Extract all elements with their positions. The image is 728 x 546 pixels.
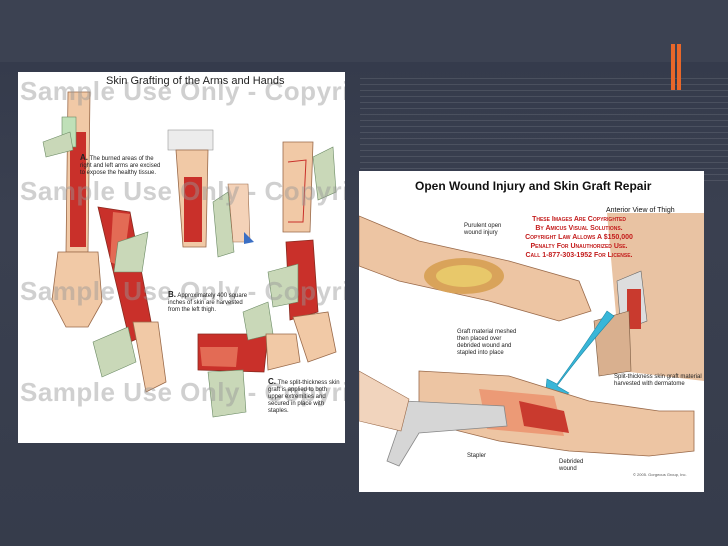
step-letter: C. [268, 377, 276, 386]
copyright-line: Penalty For Unauthorized Use. [530, 243, 628, 250]
graft-repair-drawing [359, 213, 704, 467]
decorative-stripes [360, 78, 728, 183]
callout-graft: Graft material meshed then placed over d… [457, 329, 517, 356]
copyright-line: These Images Are Copyrighted [532, 216, 626, 223]
step-letter: B. [168, 290, 176, 299]
copyright-line: Copyright Law Allows A $150,000 [525, 234, 633, 241]
watermark-text: Sample Use Only - Copyrighted [20, 377, 345, 407]
step-text: The split-thickness skin graft is applie… [268, 380, 340, 414]
accent-bar [677, 44, 681, 90]
illustration-title: Skin Grafting of the Arms and Hands [106, 75, 285, 87]
callout-stapler: Stapler [467, 453, 487, 459]
step-a: A. The burned areas of the right and lef… [80, 154, 162, 177]
copyright-line: Call 1-877-303-1952 For License. [525, 252, 633, 259]
copyright-notice: These Images Are Copyrighted By Amicus V… [509, 215, 649, 260]
skin-grafting-illustration: Sample Use Only - Copyrighted Sample Use… [18, 72, 345, 443]
step-c: C. The split-thickness skin graft is app… [268, 378, 342, 415]
slide-top-band [0, 0, 728, 62]
callout-dermatome: Split-thickness skin graft material harv… [614, 374, 702, 387]
step-b: B. Approximately 400 square inches of sk… [168, 291, 250, 314]
illustration-title: Open Wound Injury and Skin Graft Repair [415, 179, 652, 193]
accent-bar [671, 44, 675, 90]
wound-graft-illustration: Open Wound Injury and Skin Graft Repair … [359, 171, 704, 492]
callout-debrided: Debrided wound [559, 459, 584, 472]
arm-graft-drawing [42, 91, 337, 418]
callout-wound: Purulent open wound injury [464, 223, 502, 236]
step-text: Approximately 400 square inches of skin … [168, 293, 248, 313]
image-credit: © 2005. Gorgeous Group, Inc. [633, 472, 687, 477]
step-letter: A. [80, 153, 88, 162]
step-text: The burned areas of the right and left a… [80, 156, 161, 176]
watermark-text: Sample Use Only - Copyrighted [20, 176, 345, 206]
watermark-text: Sample Use Only - Copyrighted [20, 276, 345, 306]
anterior-label: Anterior View of Thigh [606, 207, 675, 214]
copyright-line: By Amicus Visual Solutions. [535, 225, 623, 232]
watermark-text: Sample Use Only - Copyrighted [20, 76, 345, 106]
